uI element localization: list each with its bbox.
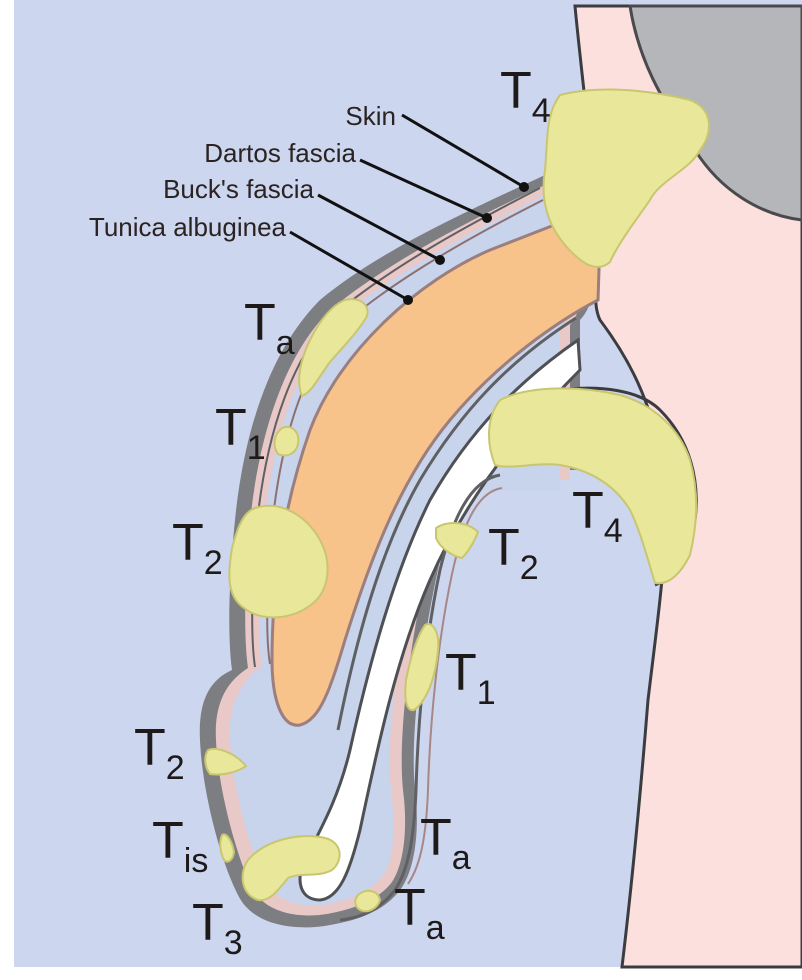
tumor-t1-left: [275, 427, 299, 456]
dartos-leader-dot: [482, 213, 492, 223]
dartos-fascia-label: Dartos fascia: [204, 138, 356, 168]
tunica-leader-dot: [403, 295, 413, 305]
bottom-margin: [0, 967, 802, 980]
bucks-fascia-label: Buck's fascia: [163, 174, 314, 204]
skin-leader-dot: [519, 182, 529, 192]
bucks-leader-dot: [435, 255, 445, 265]
left-margin: [0, 0, 14, 980]
skin-label: Skin: [345, 101, 396, 131]
tunica-albuginea-label: Tunica albuginea: [89, 212, 287, 242]
